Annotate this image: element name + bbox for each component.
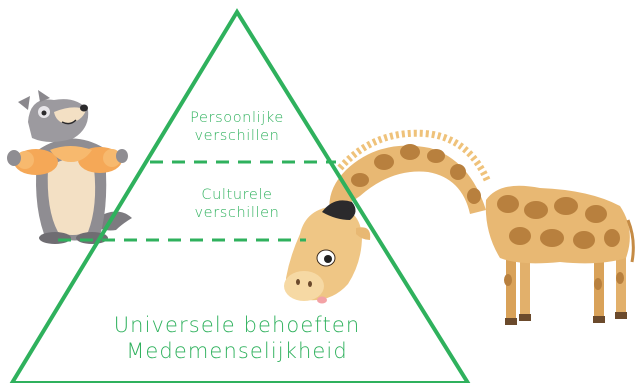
wolf-character-icon	[7, 90, 132, 244]
level-personal-line1: Persoonlijke	[190, 110, 284, 126]
giraffe-character-icon	[284, 129, 635, 325]
level-personal-label: Persoonlijke verschillen	[162, 109, 312, 145]
giraffe-spots	[351, 144, 624, 290]
level-personal-line2: verschillen	[194, 128, 280, 145]
level-universal-line2: Medemenselijkheid	[126, 339, 348, 364]
level-universal-line1: Universele behoeften	[113, 313, 361, 337]
pyramid-shape	[9, 8, 471, 383]
level-cultural-line1: Culturele	[201, 187, 273, 203]
level-cultural-line2: verschillen	[194, 205, 280, 222]
level-cultural-label: Culturele verschillen	[162, 186, 312, 222]
level-universal-label: Universele behoeften Medemenselijkheid	[82, 312, 392, 365]
